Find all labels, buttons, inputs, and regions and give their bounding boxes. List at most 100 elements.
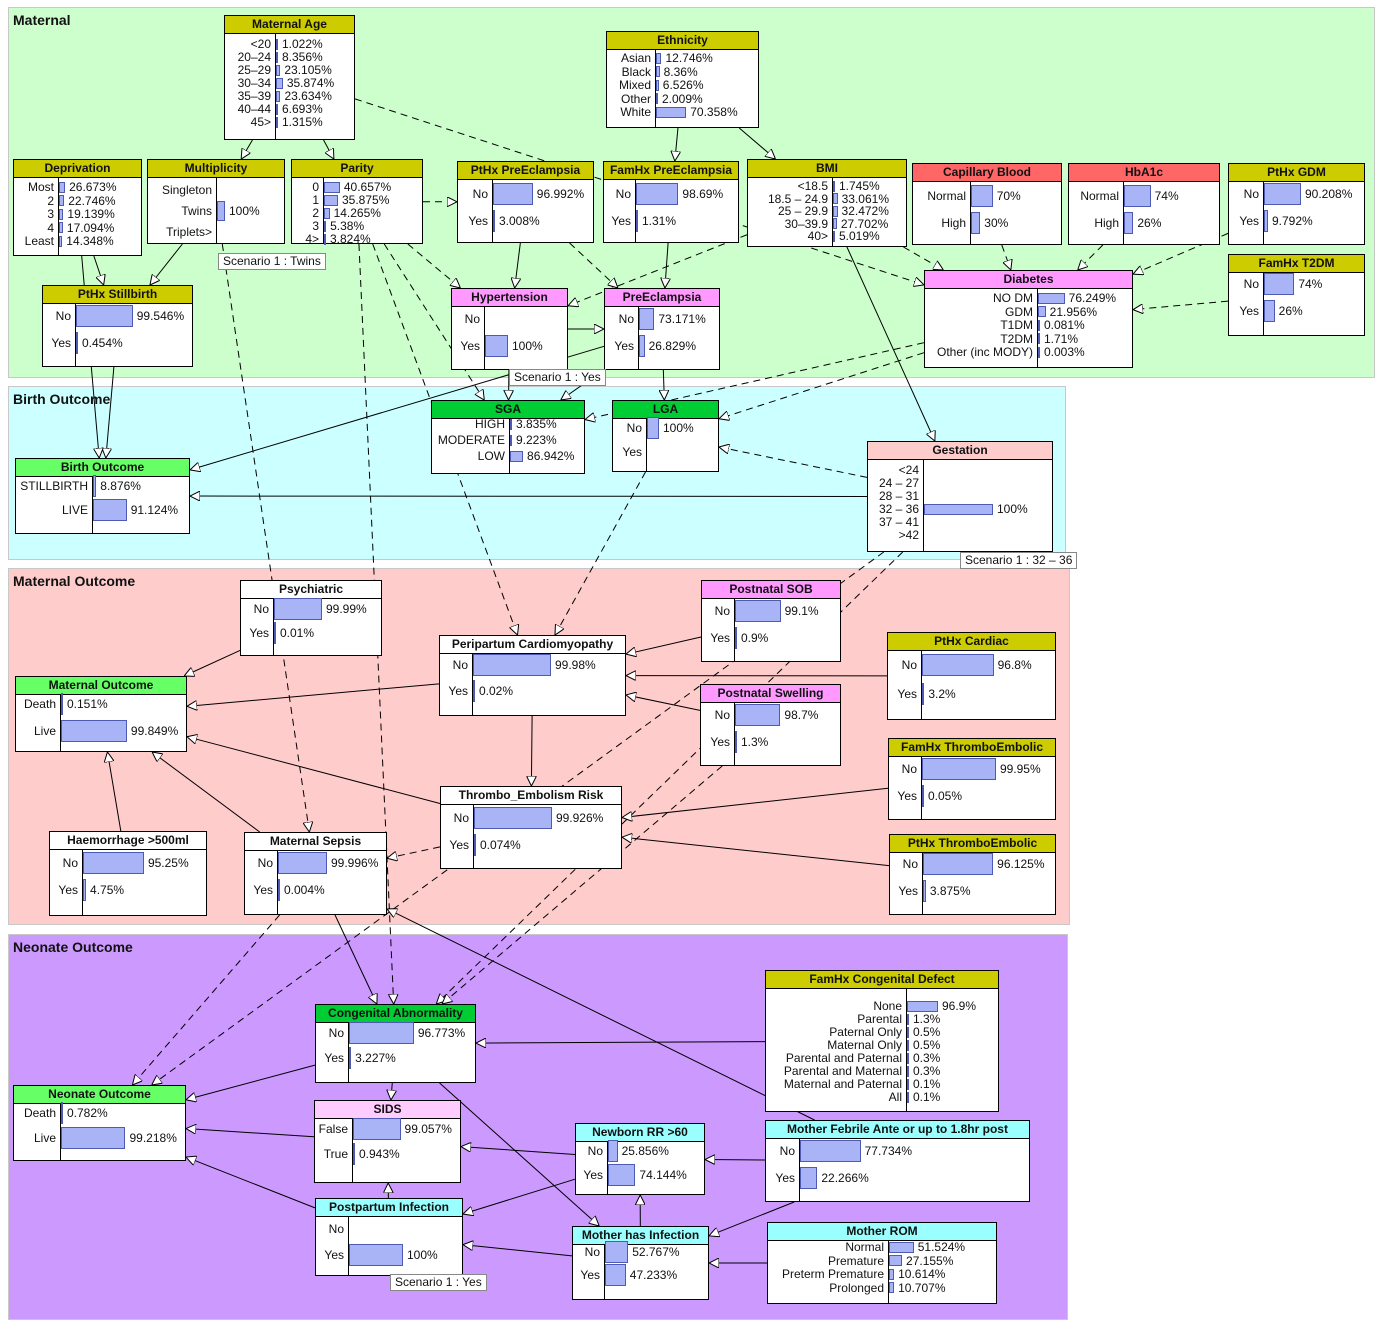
state-row[interactable]: Singleton bbox=[148, 183, 284, 197]
state-row[interactable]: 45>1.315% bbox=[225, 115, 354, 129]
state-row[interactable]: 40>5.019% bbox=[748, 229, 906, 243]
state-row[interactable]: No bbox=[316, 1222, 462, 1236]
state-row[interactable]: Other (inc MODY)0.003% bbox=[925, 345, 1132, 359]
state-row[interactable]: 37 – 41 bbox=[868, 515, 1052, 529]
state-row[interactable]: No bbox=[452, 312, 567, 326]
state-row[interactable]: Yes bbox=[613, 445, 718, 459]
